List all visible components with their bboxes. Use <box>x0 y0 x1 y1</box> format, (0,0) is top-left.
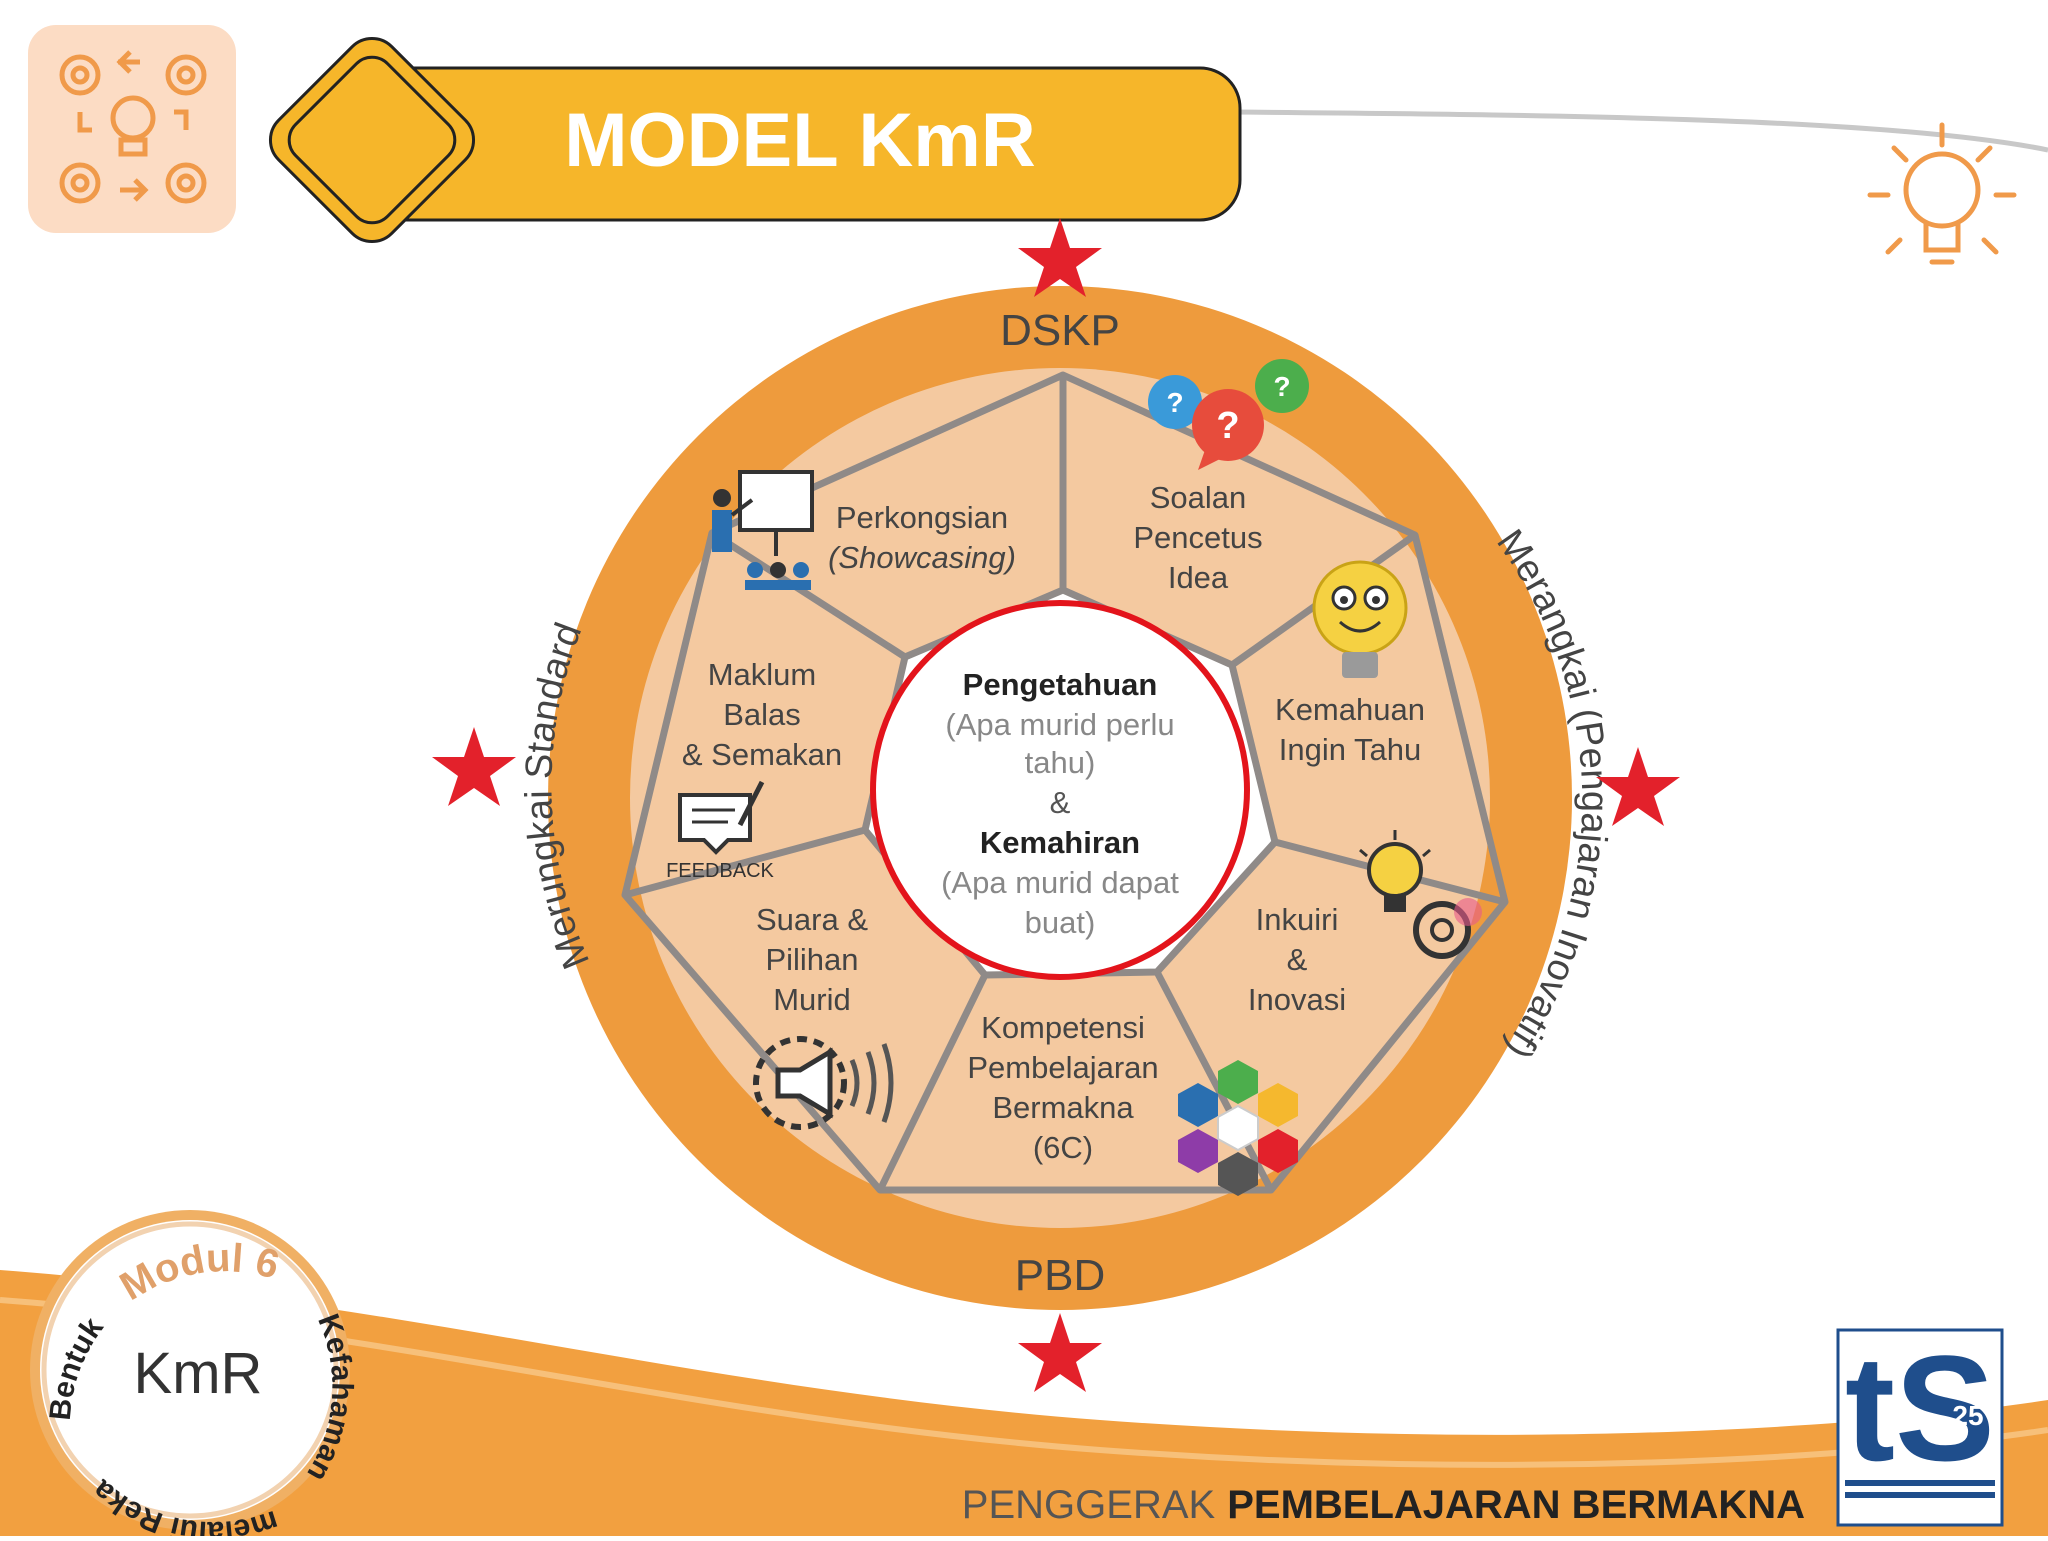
logo-number: 25 <box>1952 1400 1983 1431</box>
maklum-line-3: & Semakan <box>682 737 842 772</box>
inkuiri-line-2: & <box>1287 942 1308 977</box>
smiling-bulb-icon <box>1312 560 1408 678</box>
ring-label-dskp: DSKP <box>1000 306 1120 355</box>
presentation-icon <box>712 470 814 590</box>
center-circle <box>870 600 1250 980</box>
page-title: MODEL KmR <box>564 98 1036 183</box>
kompetensi-line-2: Pembelajaran <box>967 1050 1158 1085</box>
kompetensi-line-4: (6C) <box>1033 1130 1093 1165</box>
ts25-logo: tS 25 <box>1836 1324 2004 1527</box>
feedback-label: FEEDBACK <box>666 860 774 882</box>
stars <box>432 218 1680 1392</box>
segment-perkongsian: Perkongsian (Showcasing) <box>712 470 1016 590</box>
segment-inkuiri: Inkuiri & Inovasi <box>1248 830 1482 1017</box>
bottom-wave <box>0 1270 2048 1536</box>
star-icon-top <box>1018 218 1102 297</box>
center-sub-2a: (Apa murid dapat <box>941 865 1179 900</box>
segment-kompetensi: Kompetensi Pembelajaran Bermakna (6C) <box>967 1010 1298 1196</box>
svg-text:?: ? <box>1216 405 1239 447</box>
soalan-line-1: Soalan <box>1150 480 1247 515</box>
segment-suara: Suara & Pilihan Murid <box>753 902 894 1130</box>
lightbulb-outline-icon <box>1867 122 2017 265</box>
feedback-icon <box>678 780 765 855</box>
center-sub-1a: (Apa murid perlu <box>945 707 1174 742</box>
gears-bulb-icon <box>28 25 236 233</box>
suara-line-3: Murid <box>773 982 851 1017</box>
modul-badge: Modul 6 Kefahaman melalui Reka Bentuk Km… <box>30 1210 359 1541</box>
perkongsian-line-2: (Showcasing) <box>828 540 1016 575</box>
maklum-line-1: Maklum <box>708 657 817 692</box>
svg-text:?: ? <box>1166 387 1183 418</box>
title-banner <box>268 36 1242 244</box>
kompetensi-line-1: Kompetensi <box>981 1010 1145 1045</box>
inkuiri-line-3: Inovasi <box>1248 982 1346 1017</box>
soalan-line-2: Pencetus <box>1133 520 1262 555</box>
ring-label-pbd: PBD <box>1015 1251 1105 1300</box>
question-bubbles-icon: ? ? ? <box>1148 359 1309 470</box>
star-icon-bottom <box>1018 1313 1102 1392</box>
suara-line-1: Suara & <box>756 902 868 937</box>
kemahuan-line-2: Ingin Tahu <box>1279 732 1422 767</box>
segment-maklum: Maklum Balas & Semakan FEEDBACK <box>666 657 842 882</box>
kompetensi-line-3: Bermakna <box>992 1090 1134 1125</box>
segment-kemahuan: Kemahuan Ingin Tahu <box>1275 560 1425 767</box>
bulb-gear-icon <box>1359 830 1482 959</box>
star-icon-right <box>1596 747 1680 826</box>
megaphone-icon <box>753 1036 894 1130</box>
bottom-wave-line <box>0 1297 2048 1468</box>
soalan-line-3: Idea <box>1168 560 1229 595</box>
svg-text:?: ? <box>1273 371 1290 402</box>
footer-bold: PEMBELAJARAN BERMAKNA <box>1227 1483 1805 1527</box>
kmr-diagram: Pengetahuan (Apa murid perlu tahu) & Kem… <box>518 286 1615 1310</box>
center-heading-pengetahuan: Pengetahuan <box>963 667 1158 702</box>
header-line <box>1229 109 2048 153</box>
badge-kmr: KmR <box>134 1341 263 1406</box>
center-sub-1b: tahu) <box>1025 745 1096 780</box>
suara-line-2: Pilihan <box>765 942 858 977</box>
footer-light: PENGGERAK <box>962 1483 1216 1527</box>
hexagon-6c-icon <box>1178 1060 1298 1196</box>
perkongsian-line-1: Perkongsian <box>836 500 1008 535</box>
star-icon-left <box>432 727 516 806</box>
maklum-line-2: Balas <box>723 697 801 732</box>
center-heading-kemahiran: Kemahiran <box>980 825 1140 860</box>
inkuiri-line-1: Inkuiri <box>1256 902 1339 937</box>
logo-letters: tS <box>1845 1324 1995 1492</box>
center-sub-2b: buat) <box>1025 905 1096 940</box>
kemahuan-line-1: Kemahuan <box>1275 692 1425 727</box>
center-amp: & <box>1050 785 1071 820</box>
segment-soalan: Soalan Pencetus Idea ? ? ? <box>1133 359 1309 595</box>
